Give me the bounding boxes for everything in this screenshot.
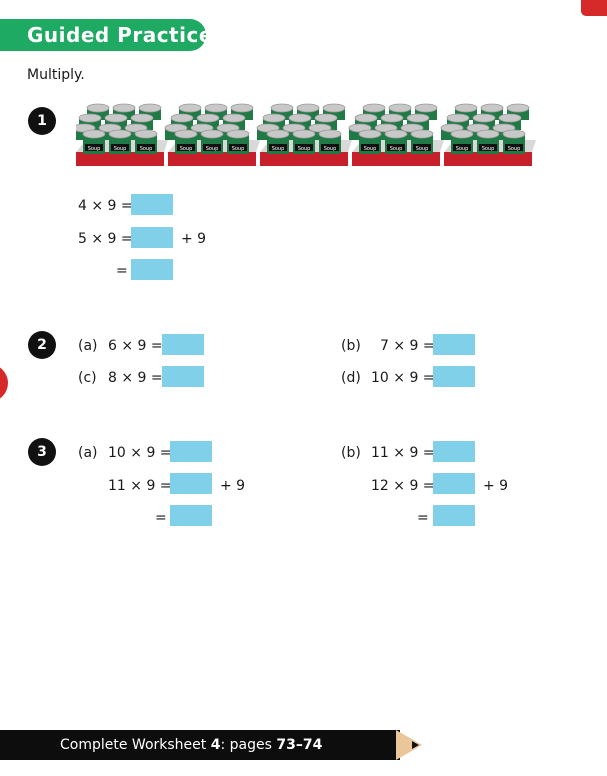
can-label: Soup — [180, 146, 193, 152]
q3b-line2-expr: 12 × 9 = — [371, 478, 435, 494]
q3a-line3-expr: = — [155, 510, 167, 526]
q1-line3-expr: = — [116, 263, 128, 279]
answer-box[interactable] — [433, 473, 475, 494]
question-number-2: 2 — [28, 331, 56, 359]
soup-tray: Soup Soup Soup — [76, 103, 168, 166]
can-label: Soup — [272, 146, 285, 152]
worksheet-number: 4 — [210, 737, 221, 753]
page-edge-marker — [0, 364, 8, 402]
can-label: Soup — [416, 146, 429, 152]
q2a-expr: 6 × 9 = — [108, 338, 163, 354]
soup-tray: Soup Soup Soup — [256, 103, 352, 166]
q3b-line3-expr: = — [417, 510, 429, 526]
page-edge-tab — [581, 0, 607, 16]
q2b-label: (b) — [341, 338, 361, 354]
q3b-line1-expr: 11 × 9 = — [371, 445, 435, 461]
soup-tray: Soup Soup Soup — [164, 103, 260, 166]
pencil-tip-icon — [412, 741, 419, 749]
can-label: Soup — [364, 146, 377, 152]
q3a-line2-expr: 11 × 9 = — [108, 478, 172, 494]
q2d-label: (d) — [341, 370, 361, 386]
can-label: Soup — [114, 146, 127, 152]
section-banner — [0, 19, 206, 51]
footer-bar — [0, 730, 400, 760]
can-label: Soup — [232, 146, 245, 152]
q3b-label: (b) — [341, 445, 361, 461]
answer-box[interactable] — [433, 441, 475, 462]
q1-line2-expr: 5 × 9 = — [78, 231, 133, 247]
q3a-line2-suffix: + 9 — [220, 478, 246, 494]
q2c-label: (c) — [78, 370, 97, 386]
answer-box[interactable] — [170, 505, 212, 526]
footer-prefix: Complete Worksheet — [60, 737, 211, 753]
answer-box[interactable] — [433, 366, 475, 387]
q2b-expr: 7 × 9 = — [380, 338, 435, 354]
soup-tray: Soup Soup Soup — [440, 103, 536, 166]
soup-tray: Soup Soup Soup — [348, 103, 444, 166]
worksheet-reference: Complete Worksheet 4: pages 73–74 — [60, 735, 322, 755]
can-label: Soup — [140, 146, 153, 152]
answer-box[interactable] — [433, 505, 475, 526]
q1-line1-expr: 4 × 9 = — [78, 198, 133, 214]
instruction-text: Multiply. — [27, 67, 85, 83]
can-label: Soup — [206, 146, 219, 152]
q2c-expr: 8 × 9 = — [108, 370, 163, 386]
q3a-label: (a) — [78, 445, 98, 461]
answer-box[interactable] — [131, 259, 173, 280]
answer-box[interactable] — [170, 441, 212, 462]
footer-middle: : pages — [220, 737, 277, 753]
q2d-expr: 10 × 9 = — [371, 370, 435, 386]
answer-box[interactable] — [433, 334, 475, 355]
can-label: Soup — [390, 146, 403, 152]
worksheet-pages: 73–74 — [276, 737, 323, 753]
answer-box[interactable] — [131, 227, 173, 248]
section-title: Guided Practice — [27, 23, 213, 47]
can-label: Soup — [482, 146, 495, 152]
q3b-line2-suffix: + 9 — [483, 478, 509, 494]
q2a-label: (a) — [78, 338, 98, 354]
can-label: Soup — [88, 146, 101, 152]
answer-box[interactable] — [162, 334, 204, 355]
q1-line2-suffix: + 9 — [181, 231, 207, 247]
can-label: Soup — [324, 146, 337, 152]
can-label: Soup — [508, 146, 521, 152]
question-number-3: 3 — [28, 438, 56, 466]
answer-box[interactable] — [170, 473, 212, 494]
can-label: Soup — [456, 146, 469, 152]
answer-box[interactable] — [162, 366, 204, 387]
question-number-1: 1 — [28, 107, 56, 135]
answer-box[interactable] — [131, 194, 173, 215]
can-label: Soup — [298, 146, 311, 152]
q3a-line1-expr: 10 × 9 = — [108, 445, 172, 461]
